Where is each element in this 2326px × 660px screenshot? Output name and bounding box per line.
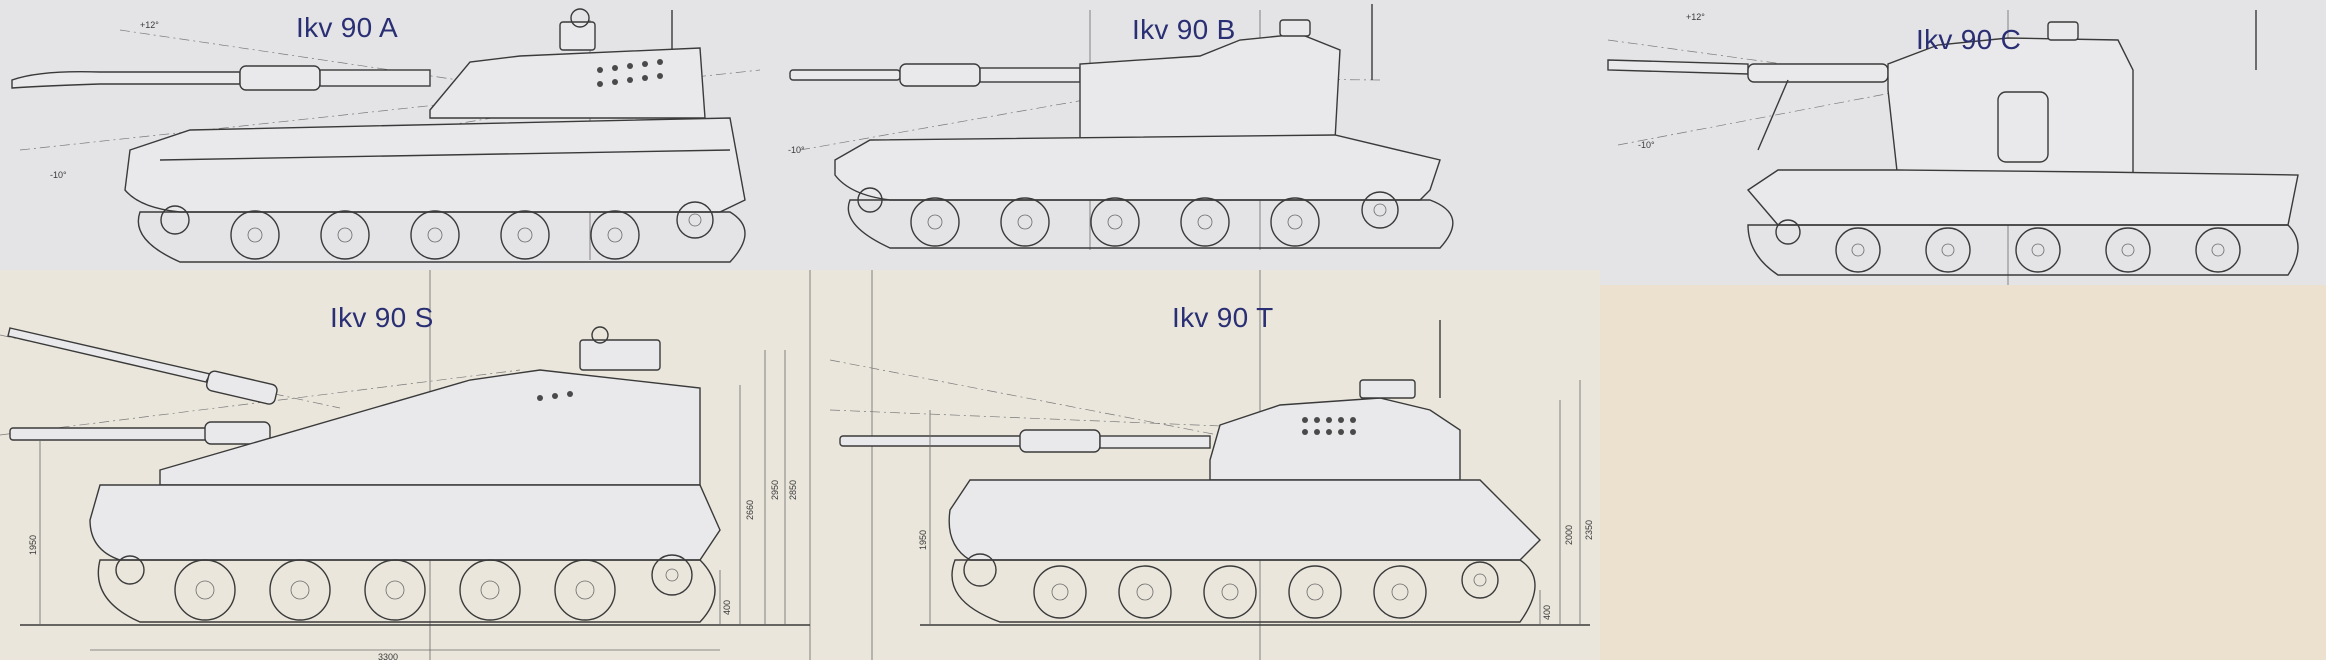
- label-ikv-90-t: Ikv 90 T: [1172, 302, 1274, 333]
- panel-ikv-90-t: Ikv 90 T 1950 2350 2000 400: [820, 270, 1600, 660]
- panel-ikv-90-b: Ikv 90 B -10°: [780, 0, 1598, 270]
- dim-height-s-2: 2950: [770, 479, 780, 500]
- tank-drawing-ikv-90-c: [1607, 10, 2299, 285]
- panel-ikv-90-a: Ikv 90 A +12° -10°: [0, 0, 780, 270]
- panel-ikv-90-s: Ikv 90 S 1950 2950 2850 2660 400 3300: [0, 270, 820, 660]
- dim-height-s-5: 400: [722, 599, 732, 615]
- tank-drawing-ikv-90-t: [829, 270, 1590, 660]
- label-ikv-90-s: Ikv 90 S: [330, 302, 434, 333]
- dim-length-s: 3300: [378, 652, 399, 660]
- tank-drawing-ikv-90-a: [11, 8, 761, 263]
- dim-height-t-1: 1950: [918, 529, 928, 550]
- dim-depression-b: -10°: [788, 145, 805, 155]
- label-ikv-90-b: Ikv 90 B: [1132, 14, 1236, 45]
- dim-height-t-2: 2350: [1584, 519, 1594, 540]
- dim-depression-c: -10°: [1638, 140, 1655, 150]
- panel-ikv-90-c: Ikv 90 C +12° -10°: [1598, 0, 2326, 285]
- dim-height-t-3: 2000: [1564, 524, 1574, 545]
- dim-height-t-4: 400: [1542, 604, 1552, 620]
- dim-height-s-4: 2660: [745, 499, 755, 520]
- blank-panel: [1600, 285, 2326, 660]
- dim-elevation-c: +12°: [1686, 12, 1705, 22]
- dim-height-s-1: 1950: [28, 534, 38, 555]
- label-ikv-90-c: Ikv 90 C: [1916, 24, 2022, 55]
- dim-height-s-3: 2850: [788, 479, 798, 500]
- dim-elevation-a: +12°: [140, 20, 159, 30]
- tank-drawing-ikv-90-b: [789, 4, 1454, 250]
- dim-depression-a: -10°: [50, 170, 67, 180]
- label-ikv-90-a: Ikv 90 A: [296, 12, 399, 43]
- tank-drawing-ikv-90-s: [0, 270, 811, 660]
